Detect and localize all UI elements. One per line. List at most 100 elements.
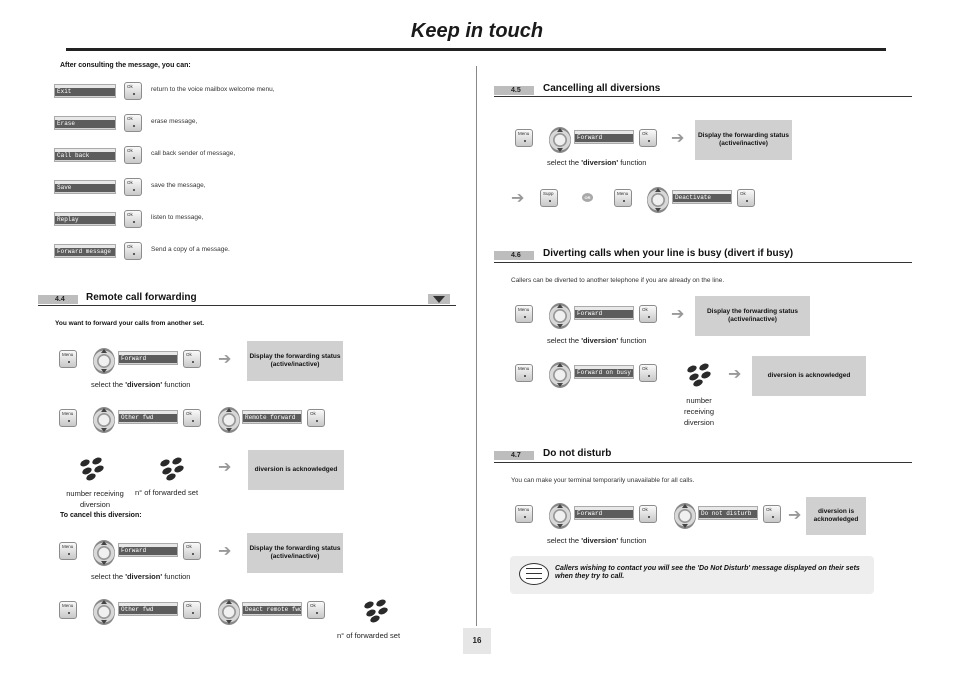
section-title: Do not disturb <box>543 448 612 459</box>
lcd-display: Other fwd <box>118 602 178 616</box>
menu-key[interactable]: Menu <box>515 129 533 147</box>
ok-key[interactable]: Ok <box>124 82 142 100</box>
section-rule <box>494 462 912 463</box>
menu-key[interactable]: Menu <box>515 364 533 382</box>
lcd-display: Forward <box>574 306 634 320</box>
lcd-display: Erase <box>54 116 116 130</box>
caption: select the 'diversion' function <box>547 336 647 345</box>
arrow-right-icon: ➔ <box>671 306 685 323</box>
navigator-icon[interactable] <box>549 127 571 153</box>
lcd-display: Other fwd <box>118 410 178 424</box>
arrow-right-icon: ➔ <box>511 190 525 207</box>
ok-key[interactable]: Ok <box>124 242 142 260</box>
ok-key[interactable]: Ok <box>737 189 755 207</box>
navigator-icon[interactable] <box>93 348 115 374</box>
section-bar <box>494 451 534 460</box>
ok-key[interactable]: Ok <box>307 601 325 619</box>
keypad-icon[interactable] <box>363 598 389 624</box>
ok-key[interactable]: Ok <box>639 305 657 323</box>
menu-key[interactable]: Menu <box>515 305 533 323</box>
lcd-display: Save <box>54 180 116 194</box>
page-number: 16 <box>463 628 491 654</box>
section-intro: You want to forward your calls from anot… <box>55 320 205 327</box>
navigator-icon[interactable] <box>647 187 669 213</box>
arrow-right-icon: ➔ <box>728 366 742 383</box>
section-rule <box>38 305 456 306</box>
section-title: Cancelling all diversions <box>543 83 661 94</box>
navigator-icon[interactable] <box>549 303 571 329</box>
ok-key[interactable]: Ok <box>124 146 142 164</box>
section-bar <box>38 295 78 304</box>
ok-key[interactable]: Ok <box>639 364 657 382</box>
section-title: Diverting calls when your line is busy (… <box>543 248 794 259</box>
ok-key[interactable]: Ok <box>124 210 142 228</box>
menu-key[interactable]: Menu <box>59 542 77 560</box>
section-toggle[interactable] <box>428 294 450 304</box>
arrow-right-icon: ➔ <box>788 507 802 524</box>
section-bar <box>494 251 534 260</box>
ok-key[interactable]: Ok <box>183 542 201 560</box>
navigator-icon[interactable] <box>93 540 115 566</box>
navigator-icon[interactable] <box>93 407 115 433</box>
navigator-icon[interactable] <box>218 407 240 433</box>
option-description: Send a copy of a message. <box>151 246 230 253</box>
ack-info-box: diversion is acknowledged <box>752 356 866 396</box>
supp-key[interactable]: Supp <box>540 189 558 207</box>
option-description: save the message, <box>151 182 206 189</box>
ack-info-box: diversion is acknowledged <box>248 450 344 490</box>
lcd-display: Remote forward <box>242 410 302 424</box>
caption: n° of forwarded set <box>135 488 199 497</box>
ok-key[interactable]: Ok <box>183 601 201 619</box>
ok-key[interactable]: Ok <box>307 409 325 427</box>
page-title: Keep in touch <box>410 20 544 42</box>
keypad-icon[interactable] <box>79 456 105 482</box>
lcd-display: Deactivate <box>672 190 732 204</box>
caption: select the 'diversion' function <box>91 572 191 581</box>
keypad-icon[interactable] <box>686 362 712 388</box>
lcd-display: Deact remote fwd <box>242 602 302 616</box>
ok-key[interactable]: Ok <box>763 505 781 523</box>
arrow-right-icon: ➔ <box>218 459 232 476</box>
after-consulting-heading: After consulting the message, you can: <box>60 62 191 69</box>
navigator-icon[interactable] <box>549 362 571 388</box>
arrow-right-icon: ➔ <box>218 543 232 560</box>
caption: select the 'diversion' function <box>91 380 191 389</box>
caption: number receiving diversion <box>66 489 124 509</box>
lcd-display: Forward <box>118 351 178 365</box>
menu-key[interactable]: Menu <box>515 505 533 523</box>
menu-key[interactable]: Menu <box>59 350 77 368</box>
speech-bubble-icon <box>519 563 549 585</box>
status-info-box: Display the forwarding status (active/in… <box>247 341 343 381</box>
section-number: 4.4 <box>55 296 65 303</box>
lcd-display: Forward message <box>54 244 116 258</box>
status-info-box: Display the forwarding status (active/in… <box>695 120 792 160</box>
navigator-icon[interactable] <box>93 599 115 625</box>
option-description: listen to message, <box>151 214 204 221</box>
navigator-icon[interactable] <box>218 599 240 625</box>
cancel-heading: To cancel this diversion: <box>60 512 142 519</box>
ok-key[interactable]: Ok <box>639 129 657 147</box>
menu-key[interactable]: Menu <box>59 409 77 427</box>
ok-key[interactable]: Ok <box>124 114 142 132</box>
section-number: 4.7 <box>511 452 521 459</box>
ok-key[interactable]: Ok <box>183 409 201 427</box>
option-description: call back sender of message, <box>151 150 236 157</box>
caption: select the 'diversion' function <box>547 158 647 167</box>
caption: select the 'diversion' function <box>547 536 647 545</box>
lcd-display: Forward <box>574 506 634 520</box>
section-rule <box>494 96 912 97</box>
status-info-box: Display the forwarding status (active/in… <box>695 296 810 336</box>
ok-key[interactable]: Ok <box>124 178 142 196</box>
section-intro: Callers can be diverted to another telep… <box>511 277 725 284</box>
menu-key[interactable]: Menu <box>59 601 77 619</box>
ok-key[interactable]: Ok <box>639 505 657 523</box>
section-number: 4.5 <box>511 87 521 94</box>
navigator-icon[interactable] <box>674 503 696 529</box>
menu-key[interactable]: Menu <box>614 189 632 207</box>
navigator-icon[interactable] <box>549 503 571 529</box>
lcd-display: Do not disturb <box>698 506 758 520</box>
keypad-icon[interactable] <box>159 456 185 482</box>
section-rule <box>494 262 912 263</box>
status-info-box: Display the forwarding status (active/in… <box>247 533 343 573</box>
ok-key[interactable]: Ok <box>183 350 201 368</box>
